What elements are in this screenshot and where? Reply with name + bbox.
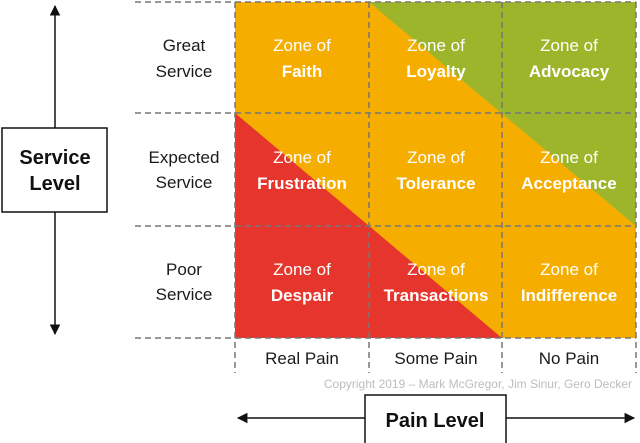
zone-name: Frustration	[257, 174, 347, 193]
zone-prefix: Zone of	[273, 36, 331, 55]
zone-prefix: Zone of	[273, 148, 331, 167]
zone-acceptance: Zone of Acceptance	[521, 148, 616, 193]
zone-frustration: Zone of Frustration	[257, 148, 347, 193]
pain-level-box	[364, 394, 507, 443]
svg-text:Service: Service	[156, 62, 213, 81]
svg-text:Great: Great	[163, 36, 206, 55]
column-label-no-pain: No Pain	[539, 349, 599, 368]
zone-name: Faith	[282, 62, 323, 81]
zone-name: Despair	[271, 286, 334, 305]
zone-name: Transactions	[384, 286, 489, 305]
zone-faith: Zone of Faith	[273, 36, 331, 81]
zone-prefix: Zone of	[273, 260, 331, 279]
zone-name: Indifference	[521, 286, 617, 305]
zone-name: Tolerance	[396, 174, 475, 193]
zone-prefix: Zone of	[540, 148, 598, 167]
column-label-real-pain: Real Pain	[265, 349, 339, 368]
row-label-poor: Poor Service	[156, 260, 213, 304]
zone-indifference: Zone of Indifference	[521, 260, 617, 305]
zone-name: Loyalty	[406, 62, 466, 81]
zone-despair: Zone of Despair	[271, 260, 334, 305]
zone-prefix: Zone of	[407, 36, 465, 55]
zone-prefix: Zone of	[540, 260, 598, 279]
svg-text:Service: Service	[156, 173, 213, 192]
zone-transactions: Zone of Transactions	[384, 260, 489, 305]
zone-name: Advocacy	[529, 62, 610, 81]
svg-text:Expected: Expected	[149, 148, 220, 167]
service-level-box	[1, 127, 108, 213]
service-level-label-1: Service	[19, 147, 90, 169]
service-level-label-2: Level	[29, 173, 80, 195]
row-label-great: Great Service	[156, 36, 213, 81]
zone-loyalty: Zone of Loyalty	[406, 36, 466, 81]
zone-tolerance: Zone of Tolerance	[396, 148, 475, 193]
zone-advocacy: Zone of Advocacy	[529, 36, 610, 81]
zone-prefix: Zone of	[407, 148, 465, 167]
row-label-expected: Expected Service	[149, 148, 220, 192]
pain-level-label: Pain Level	[386, 410, 485, 432]
svg-text:Poor: Poor	[166, 260, 202, 279]
zone-prefix: Zone of	[407, 260, 465, 279]
column-label-some-pain: Some Pain	[394, 349, 477, 368]
zone-prefix: Zone of	[540, 36, 598, 55]
copyright-text: Copyright 2019 – Mark McGregor, Jim Sinu…	[324, 377, 632, 391]
grid-lines	[135, 1, 637, 373]
svg-text:Service: Service	[156, 285, 213, 304]
zone-name: Acceptance	[521, 174, 616, 193]
